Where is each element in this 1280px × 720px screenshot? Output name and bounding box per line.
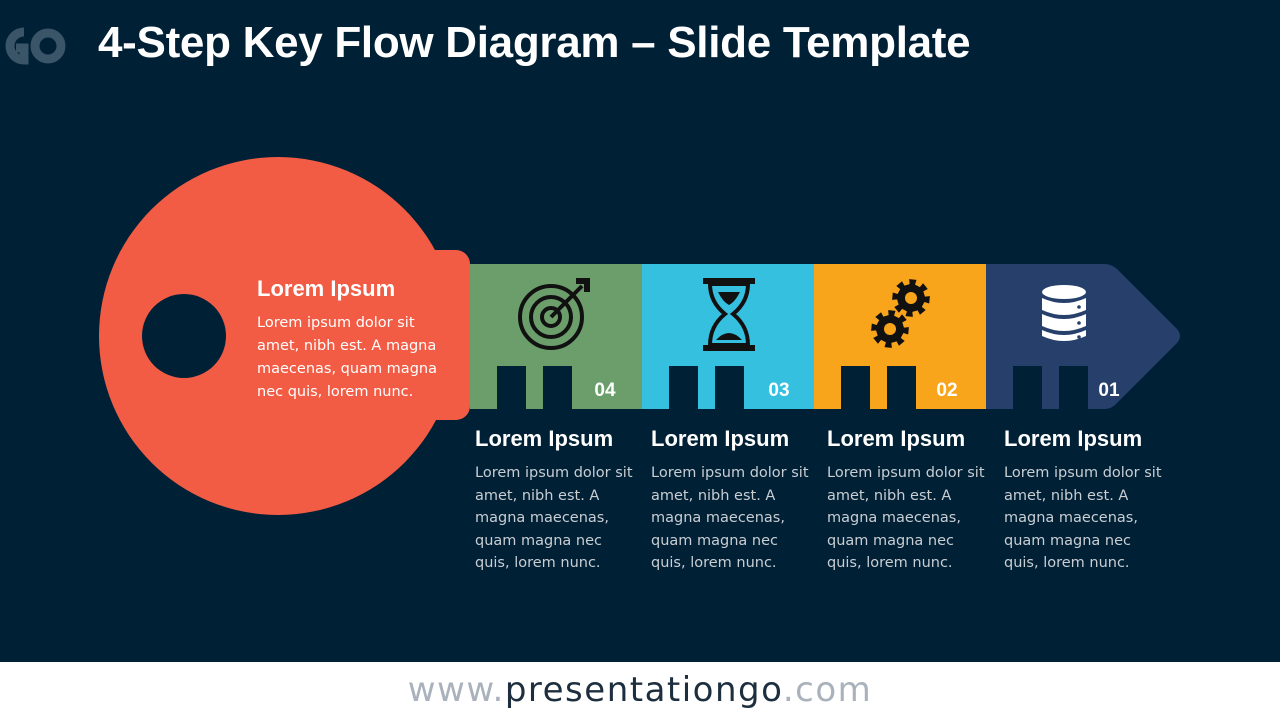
step-body: Lorem ipsum dolor sit amet, nibh est. A … [1004,465,1162,571]
gears-icon [871,279,930,348]
step-02-text: Lorem Ipsum Lorem ipsum dolor sit amet, … [827,426,992,575]
step-heading: Lorem Ipsum [1004,426,1143,451]
step-heading: Lorem Ipsum [827,426,966,451]
footer: www.presentationgo.com [0,662,1280,720]
step-01-text: Lorem Ipsum Lorem ipsum dolor sit amet, … [1004,426,1169,575]
step-number: 04 [594,380,616,401]
step-04-segment: 04 [470,264,642,410]
step-body: Lorem ipsum dolor sit amet, nibh est. A … [651,465,809,571]
key-head-body: Lorem ipsum dolor sit amet, nibh est. A … [257,315,437,400]
step-body: Lorem ipsum dolor sit amet, nibh est. A … [827,465,985,571]
slide: 4-Step Key Flow Diagram – Slide Template… [0,0,1280,662]
step-03-text: Lorem Ipsum Lorem ipsum dolor sit amet, … [651,426,816,575]
step-04-text: Lorem Ipsum Lorem ipsum dolor sit amet, … [475,426,640,575]
step-02-segment: 02 [814,264,986,410]
step-number: 03 [768,380,789,401]
key-head-heading: Lorem Ipsum [257,276,396,301]
hourglass-icon [703,278,755,351]
footer-url-brand: presentationgo [504,670,783,710]
presentationgo-logo-mark [5,27,66,65]
key-head-text: Lorem Ipsum Lorem ipsum dolor sit amet, … [257,276,457,404]
key-head [99,157,470,515]
database-icon [1042,285,1086,341]
step-heading: Lorem Ipsum [651,426,790,451]
step-01-segment: 01 [986,264,1180,410]
step-03-segment: 03 [642,264,814,410]
footer-url-prefix: www. [407,670,505,710]
step-body: Lorem ipsum dolor sit amet, nibh est. A … [475,465,633,571]
slide-title: 4-Step Key Flow Diagram – Slide Template [98,18,971,67]
target-icon [518,278,590,350]
step-number: 01 [1098,380,1120,401]
key-hole [142,294,226,378]
footer-url-suffix: .com [782,670,873,710]
step-heading: Lorem Ipsum [475,426,614,451]
key-diagram: 04 03 [99,157,1180,515]
step-number: 02 [936,380,957,401]
footer-url[interactable]: www.presentationgo.com [0,662,1280,718]
